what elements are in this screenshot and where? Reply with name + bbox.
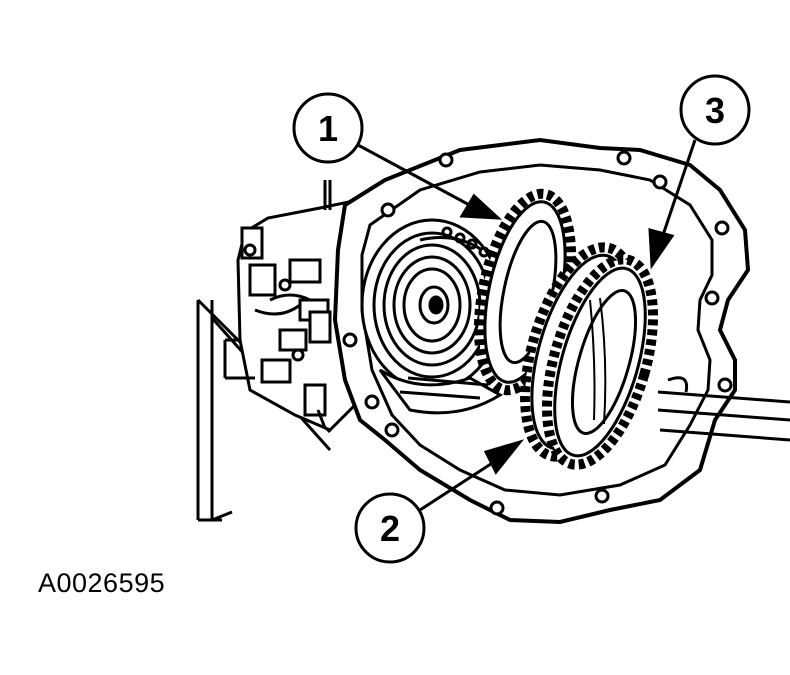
case-bolt-holes	[342, 150, 733, 516]
callout-3-circle	[679, 74, 751, 146]
spring-pack	[360, 218, 504, 415]
callout-1-label: 1	[318, 108, 338, 149]
callout-1: 1	[292, 92, 364, 164]
output-shaft	[657, 376, 790, 442]
clutch-plate-3	[542, 254, 658, 470]
callout-2-circle	[354, 492, 426, 564]
callout-1-circle	[292, 92, 364, 164]
callout-3-label: 3	[705, 90, 725, 131]
callout-2-label: 2	[380, 508, 400, 549]
leader-lines	[357, 139, 697, 512]
figure-id: A0026595	[38, 568, 166, 598]
callout-2: 2	[354, 492, 426, 564]
callout-3: 3	[679, 74, 751, 146]
